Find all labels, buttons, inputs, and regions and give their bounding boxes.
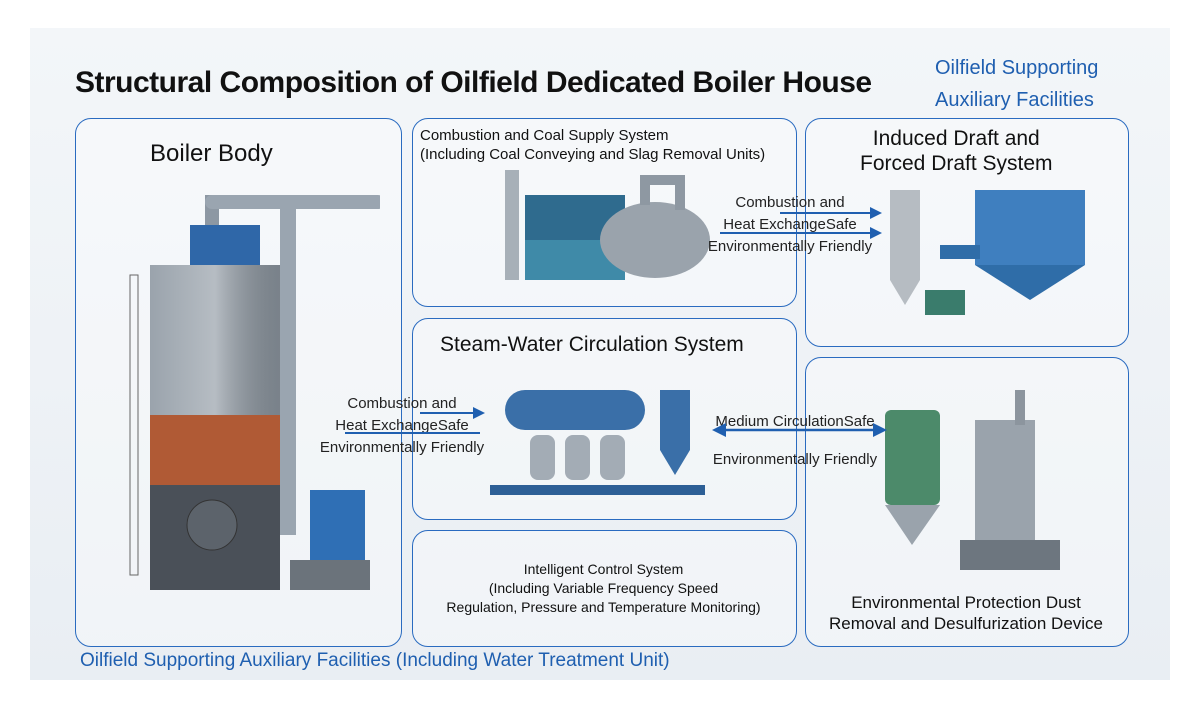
boiler-illustration	[129, 195, 380, 590]
title-line: Forced Draft System	[860, 152, 1053, 175]
caption-line: Auxiliary Facilities	[935, 89, 1094, 111]
arrow-bidirectional-icon	[712, 423, 887, 437]
boiler-body-title: Boiler Body	[150, 140, 273, 167]
title-line: Removal and Desulfurization Device	[828, 614, 1104, 633]
combustion-title: Combustion and Coal Supply System (Includ…	[420, 126, 765, 164]
title-line: Combustion and Coal Supply System	[420, 127, 669, 144]
arrow-right-icon	[345, 407, 485, 434]
title-line: (Including Variable Frequency Speed	[488, 580, 719, 596]
label-line: Environmentally Friendly	[707, 238, 873, 255]
label-line: Environmentally Friendly	[712, 451, 878, 468]
draft-illustration	[890, 190, 1085, 315]
title-line: Environmental Protection Dust	[851, 593, 1081, 612]
label-line: Medium CirculationSafe	[715, 413, 875, 430]
label-line: Heat ExchangeSafe	[723, 216, 857, 233]
title-line: Regulation, Pressure and Temperature Mon…	[446, 599, 761, 615]
label-line: Combustion and	[735, 194, 845, 211]
label-line: Combustion and	[347, 395, 457, 412]
title-line: Induced Draft and	[872, 127, 1040, 150]
bottom-caption: Oilfield Supporting Auxiliary Facilities…	[80, 650, 670, 671]
panel-environmental-protection	[805, 357, 1129, 647]
steam-illustration	[490, 390, 705, 495]
page-title: Structural Composition of Oilfield Dedic…	[75, 66, 872, 99]
title-line: Intelligent Control System	[523, 561, 684, 577]
label-line: Environmentally Friendly	[319, 439, 485, 456]
label-line: Heat ExchangeSafe	[335, 417, 469, 434]
steam-title: Steam-Water Circulation System	[440, 333, 744, 356]
arrow-right-icon	[720, 207, 882, 239]
caption-line: Oilfield Supporting	[935, 57, 1099, 79]
environment-illustration	[885, 390, 1060, 570]
control-title: Intelligent Control System (Including Var…	[412, 560, 795, 617]
panel-control-system	[412, 530, 797, 647]
combustion-illustration	[505, 170, 710, 280]
title-line: (Including Coal Conveying and Slag Remov…	[420, 146, 766, 163]
